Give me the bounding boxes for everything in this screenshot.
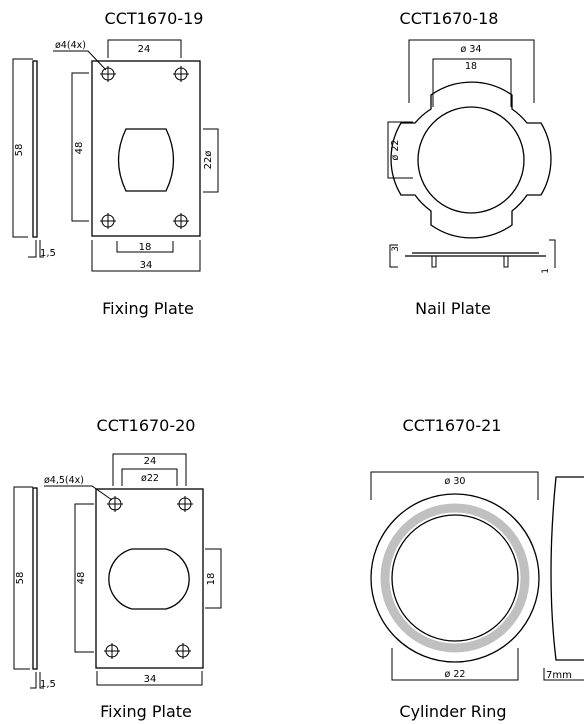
dim-thickness-line [28, 240, 44, 258]
plate-cutout [108, 548, 190, 610]
dim-thickness-line [30, 672, 44, 689]
dim-cutout-line [203, 128, 219, 193]
dim-inner-dia-label: ø 22 [445, 669, 466, 680]
ring-side-profile [550, 476, 584, 661]
dim-hole-spacing-line [107, 39, 182, 58]
dim-hole-spacing-label: 24 [144, 456, 157, 467]
dim-height-label: 58 [15, 572, 26, 585]
nail-plate-outer-outline [390, 81, 552, 239]
part-name-nail-plate: Nail Plate [415, 299, 491, 318]
part-name-fixing-plate-2: Fixing Plate [100, 702, 192, 721]
drawing-cct1670-21: ø 30 ø 22 7mm [370, 471, 584, 681]
dim-inner-dia-line [391, 648, 519, 681]
hole-callout-label: ø4,5(4x) [44, 475, 84, 486]
dim-thickness-line [549, 239, 556, 268]
part-code-cct1670-20: CCT1670-20 [96, 416, 196, 435]
ring-inner-circle [391, 514, 519, 642]
dim-hole-pitch-label: 48 [74, 142, 85, 155]
dim-height-line [13, 486, 33, 670]
dim-inner-dia-line [387, 121, 413, 179]
hole-callout-leader [53, 50, 107, 71]
drawing-cct1670-18: ø 34 18 ø 22 3 1 [387, 39, 556, 274]
dim-width-line [96, 671, 203, 686]
ring-outer-circle [370, 493, 540, 663]
dim-cutout-width-label: 18 [206, 573, 217, 586]
dim-depth-label: 7mm [546, 670, 572, 681]
dim-height-label: 58 [14, 144, 25, 157]
side-view-plate [32, 60, 38, 238]
dim-slot-label: 18 [465, 61, 477, 72]
side-profile-nails [431, 256, 509, 268]
fixing-plate-outline [95, 488, 204, 669]
dim-cutout-width-line [116, 241, 174, 253]
dim-cutout-width-label: 18 [139, 242, 152, 253]
ring-gray-band [380, 503, 530, 653]
dim-hole-pitch-label: 48 [76, 572, 87, 585]
hole-callout-leader [44, 485, 113, 501]
dim-thickness-label: 1 [541, 268, 551, 274]
dim-inner-dia-label: ø 22 [390, 140, 401, 161]
dim-width-label: 34 [140, 260, 153, 271]
part-name-fixing-plate-1: Fixing Plate [102, 299, 194, 318]
dim-outer-dia-label: ø 30 [445, 476, 466, 487]
dim-width-label: 34 [144, 674, 157, 685]
drawing-cct1670-20: 58 1,5 ø4,5(4x) 24 ø22 48 18 [13, 453, 222, 690]
hole-callout-label: ø4(4x) [55, 40, 86, 51]
nail-plate-inner-circle [417, 106, 525, 214]
dim-outer-dia-line [370, 471, 539, 500]
dim-outer-dia-label: ø 34 [461, 44, 482, 55]
side-view-plate [32, 487, 38, 670]
mounting-holes [100, 66, 189, 229]
dim-outer-dia-line [408, 39, 535, 103]
dim-depth-line [543, 668, 584, 681]
part-code-cct1670-21: CCT1670-21 [402, 416, 502, 435]
dim-cutout-dia-label: ø22 [141, 473, 159, 484]
dim-hole-spacing-line [112, 453, 187, 486]
dim-cutout-dia-line [121, 468, 178, 486]
drawing-cct1670-19: 58 1,5 ø4(4x) 24 48 22ø 18 [12, 39, 219, 272]
plate-cutout [117, 128, 175, 192]
dim-cutout-width-line [205, 548, 222, 609]
dim-cutout-label: 22ø [203, 151, 214, 170]
dim-hole-pitch-line [74, 503, 94, 653]
dim-thickness-label: 1,5 [40, 248, 56, 259]
part-code-cct1670-19: CCT1670-19 [104, 9, 204, 28]
fixing-plate-outline [91, 60, 201, 237]
dim-thickness-label: 1,5 [40, 679, 56, 690]
dim-slot-line [432, 58, 512, 107]
part-code-cct1670-18: CCT1670-18 [399, 9, 499, 28]
dim-width-line [91, 240, 201, 272]
mounting-holes [104, 496, 193, 659]
dim-hole-pitch-line [71, 72, 89, 222]
dim-height-line [389, 244, 398, 268]
dim-height-label: 3 [391, 246, 401, 252]
dim-hole-spacing-label: 24 [138, 44, 151, 55]
dim-height-line [12, 58, 33, 238]
part-name-cylinder-ring: Cylinder Ring [399, 702, 507, 721]
